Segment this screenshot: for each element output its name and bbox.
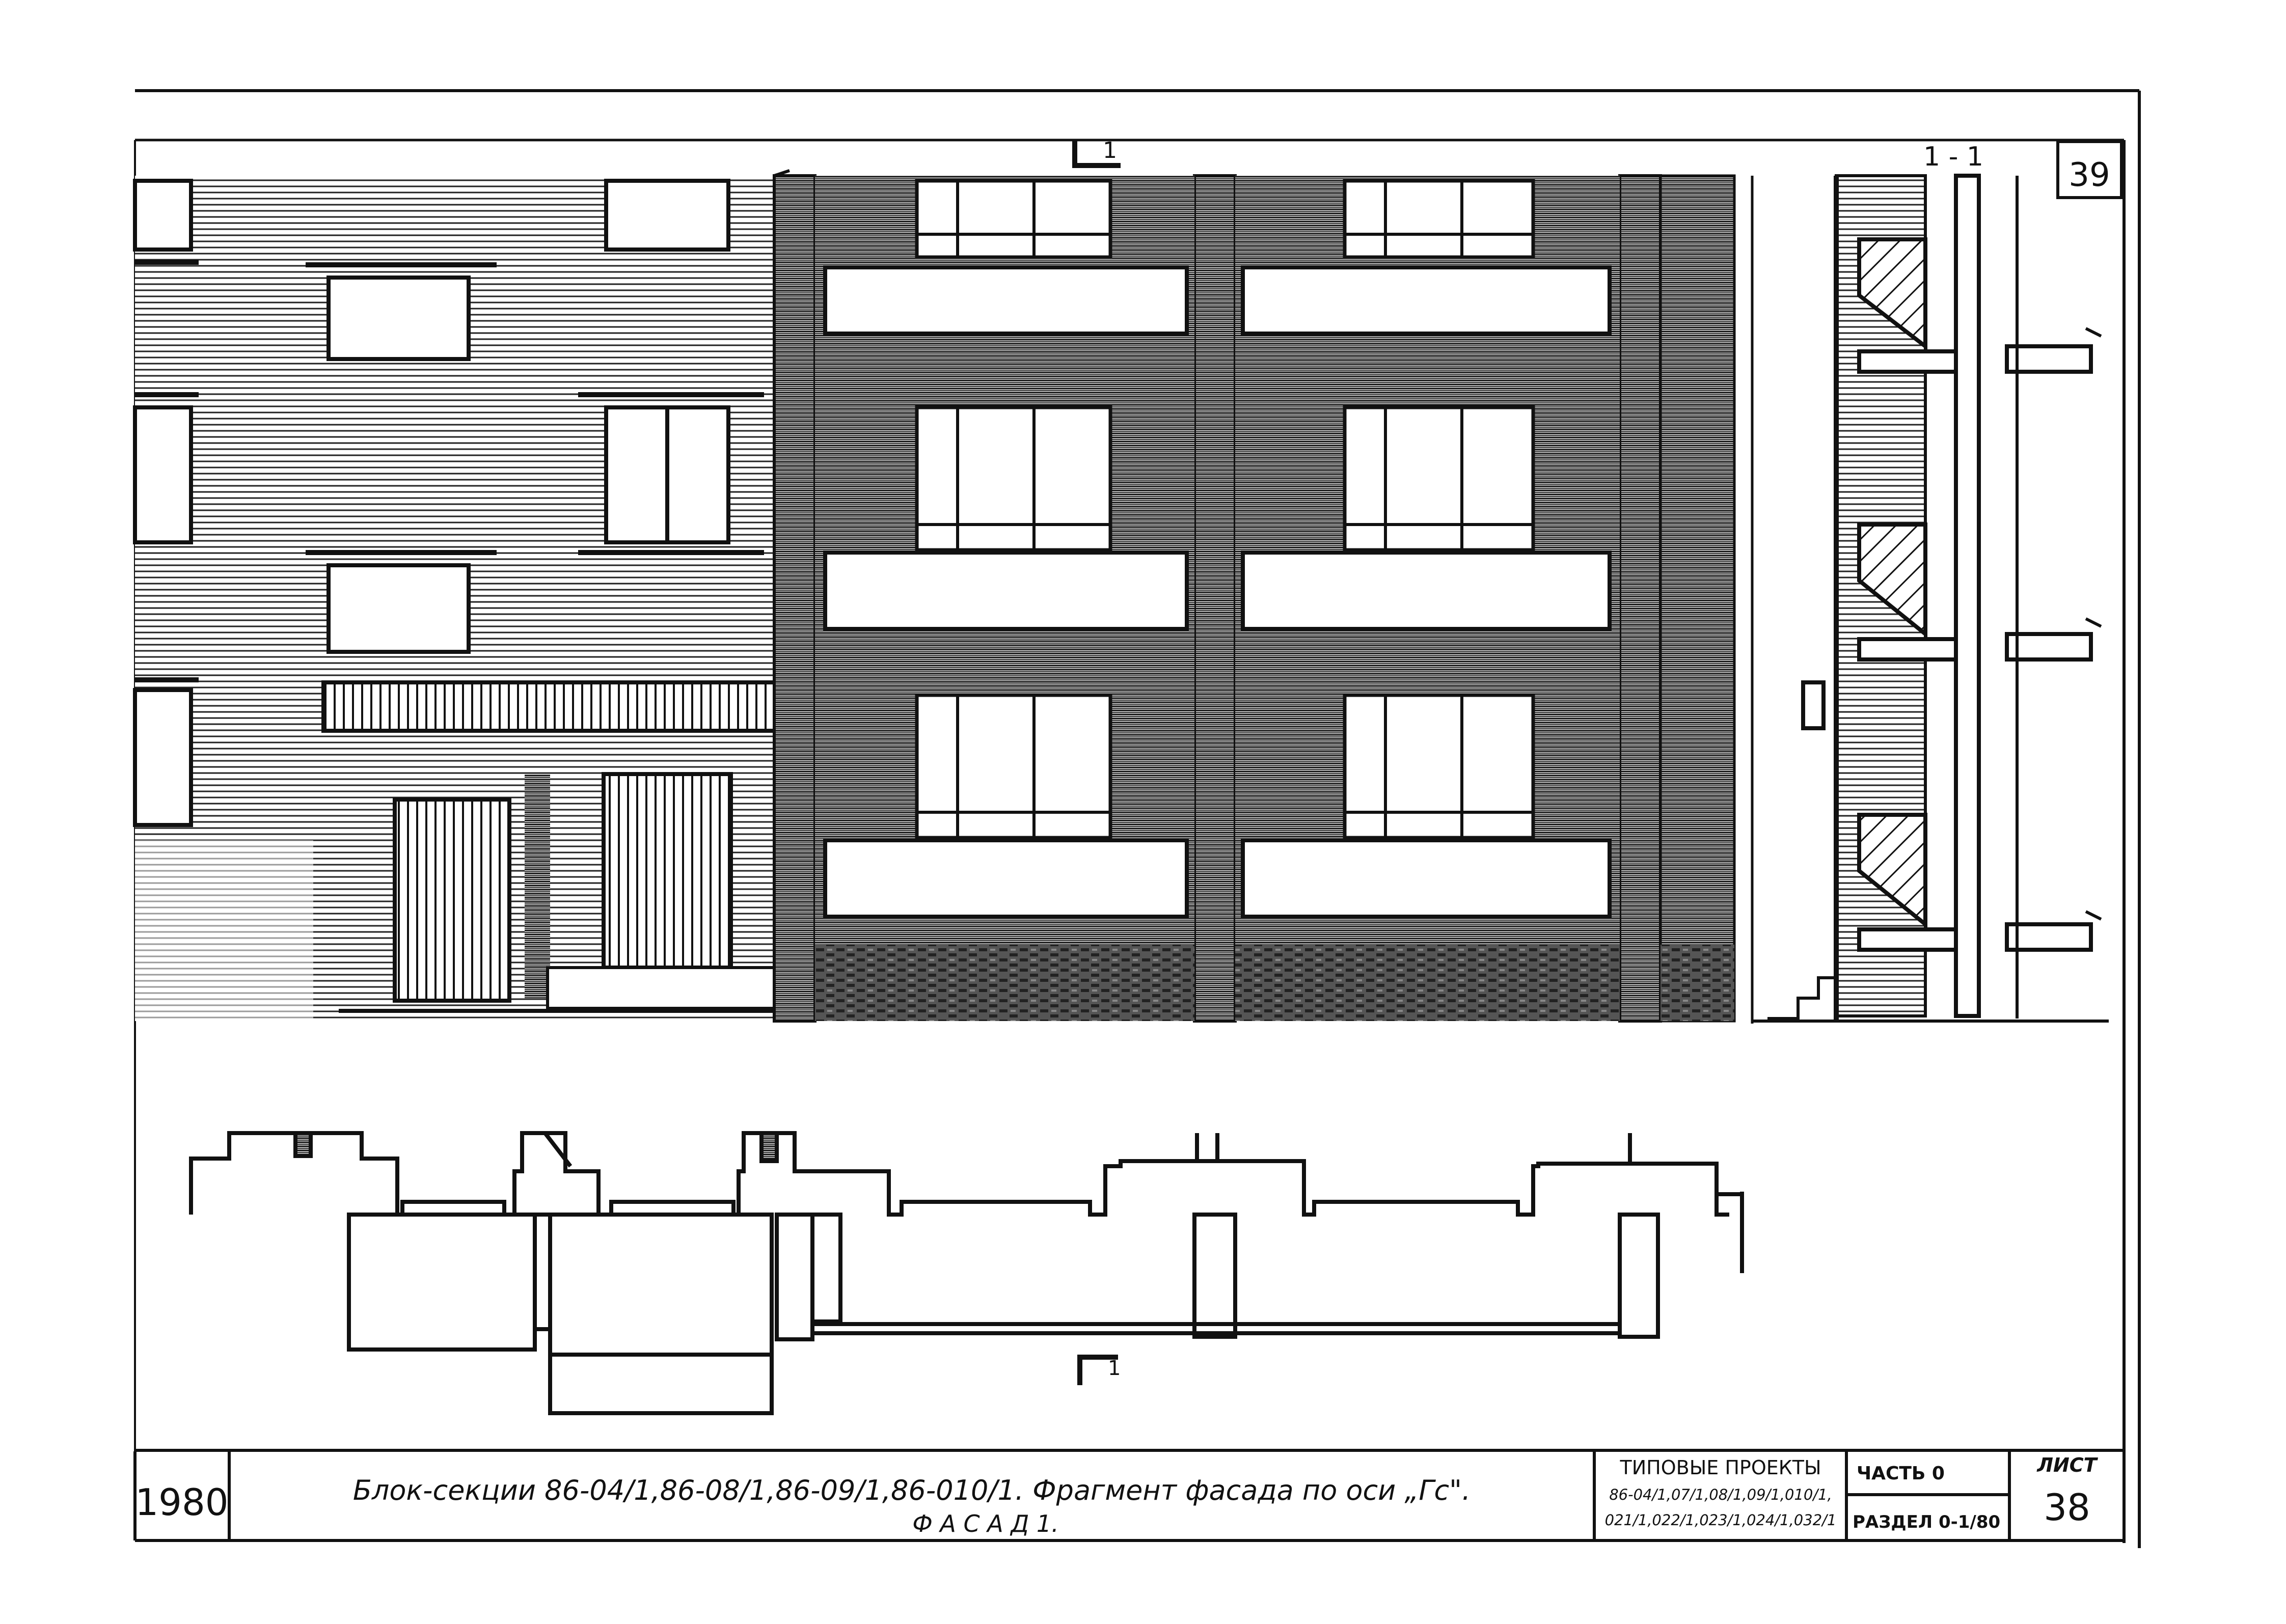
section-code-label: РАЗДЕЛ 0-1/80 <box>1853 1512 2000 1532</box>
title-line-1: Блок-секции 86-04/1,86-08/1,86-09/1,86-0… <box>353 1474 1471 1506</box>
corner-number-box: 39 <box>2056 140 2123 199</box>
title-year: 1980 <box>135 1481 228 1524</box>
title-block: 1980 Блок-секции 86-04/1,86-08/1,86-09/1… <box>133 1451 2124 1542</box>
project-heading: ТИПОВЫЕ ПРОЕКТЫ <box>1620 1456 1821 1479</box>
floor-plan <box>189 1131 1744 1415</box>
entrance-door-right <box>602 772 733 970</box>
balcony-slabs-bay-2 <box>1241 265 1612 919</box>
loggia-bay-2 <box>1235 176 1620 1021</box>
project-codes-line-2: 021/1,022/1,023/1,024/1,032/1 <box>1605 1511 1837 1529</box>
entrance-canopy <box>321 680 786 733</box>
section-marker-elevation <box>1072 140 1121 168</box>
section-marker-plan <box>1077 1355 1118 1385</box>
wall-right-end <box>1659 174 1736 1023</box>
section-balconies <box>1857 237 1927 929</box>
facade-elevation: 1 <box>133 137 1736 1023</box>
section-label-side: 1 - 1 <box>1923 142 1983 172</box>
title-line-2: Ф А С А Д 1. <box>912 1510 1059 1537</box>
sheet-label: ЛИСТ <box>2036 1454 2098 1476</box>
loggia-bay-1 <box>815 176 1194 1021</box>
project-codes-line-1: 86-04/1,07/1,08/1,09/1,010/1, <box>1609 1486 1832 1503</box>
section-label-plan: 1 <box>1108 1357 1121 1380</box>
sheet-number: 38 <box>2044 1486 2090 1529</box>
corner-number: 39 <box>2069 156 2110 194</box>
entrance-door-left <box>393 797 511 1003</box>
part-label: ЧАСТЬ 0 <box>1857 1463 1945 1484</box>
balcony-slabs-bay-1 <box>823 265 1189 919</box>
window-group-left <box>133 179 730 827</box>
section-1-1: 1 - 1 <box>1751 142 2109 1024</box>
section-label-elevation: 1 <box>1103 137 1117 163</box>
